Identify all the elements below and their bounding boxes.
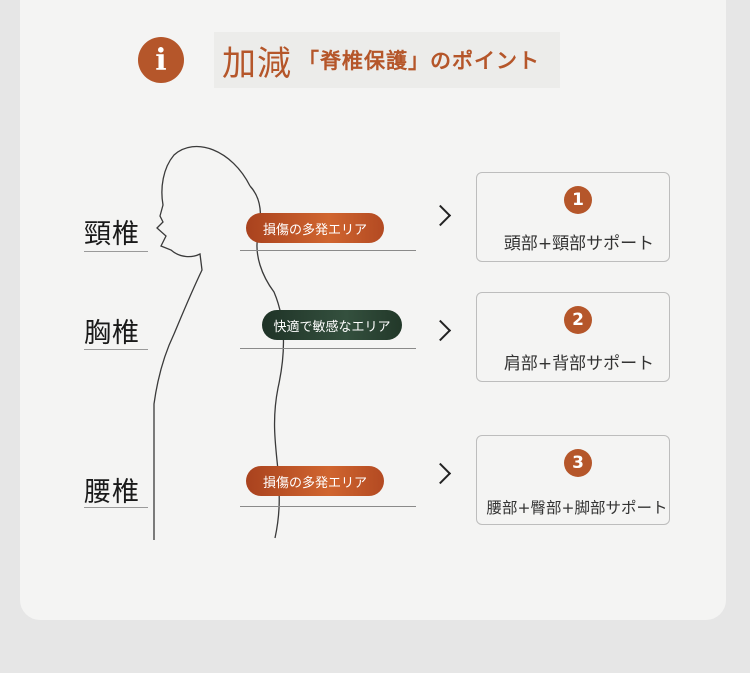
support-text-lumbar: 腰部+臀部+脚部サポート xyxy=(486,499,668,517)
info-icon: i xyxy=(138,37,184,83)
number-badge: 1 xyxy=(564,186,592,214)
title-box: 加減 「脊椎保護」のポイント xyxy=(214,32,560,88)
support-box-lumbar: 3 腰部+臀部+脚部サポート xyxy=(476,435,670,525)
support-box-thoracic: 2 肩部+背部サポート xyxy=(476,292,670,382)
support-text-thoracic: 肩部+背部サポート xyxy=(503,354,655,374)
pill-underline xyxy=(240,348,416,349)
area-pill-lumbar: 損傷の多発エリア xyxy=(246,466,384,496)
title-main: 加減 xyxy=(222,43,292,84)
label-underline xyxy=(84,251,148,252)
title-sub: 「脊椎保護」のポイント xyxy=(298,49,540,73)
number-badge: 2 xyxy=(564,306,592,334)
area-pill-thoracic: 快適で敏感なエリア xyxy=(262,310,402,340)
pill-underline xyxy=(240,506,416,507)
region-label-cervical: 頸椎 xyxy=(84,219,140,250)
pill-underline xyxy=(240,250,416,251)
support-text-cervical: 頭部+頸部サポート xyxy=(503,234,655,254)
label-underline xyxy=(84,507,148,508)
region-label-lumbar: 腰椎 xyxy=(84,477,140,508)
number-badge: 3 xyxy=(564,449,592,477)
header: i 加減 「脊椎保護」のポイント xyxy=(138,32,560,88)
label-underline xyxy=(84,349,148,350)
region-label-thoracic: 胸椎 xyxy=(84,318,140,349)
area-pill-cervical: 損傷の多発エリア xyxy=(246,213,384,243)
support-box-cervical: 1 頭部+頸部サポート xyxy=(476,172,670,262)
